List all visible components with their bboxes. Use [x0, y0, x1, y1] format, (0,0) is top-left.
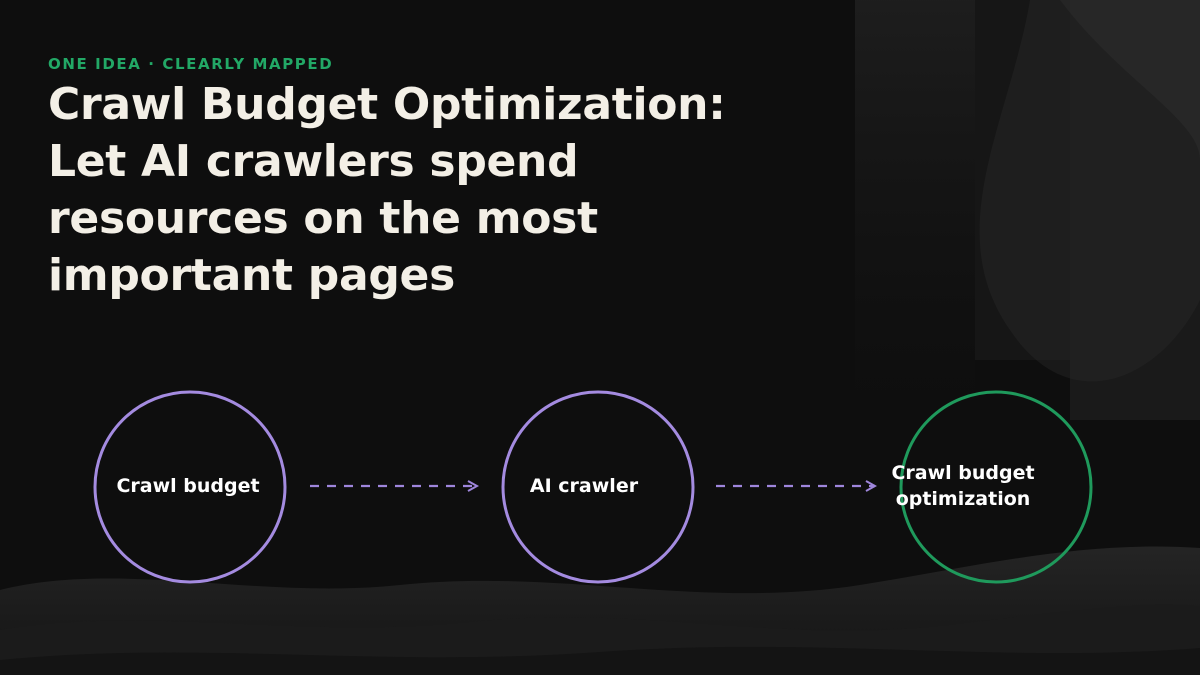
page-title: Crawl Budget Optimization: Let AI crawle…	[48, 79, 726, 301]
node-optimization-circle	[899, 390, 1093, 584]
node-label-crawl-budget: Crawl budget	[116, 475, 260, 497]
node-ai-crawler-circle	[501, 390, 695, 584]
node-crawl-budget-circle	[93, 390, 287, 584]
eyebrow-label: ONE IDEA · CLEARLY MAPPED	[48, 55, 334, 73]
node-label-ai-crawler: AI crawler	[529, 475, 639, 497]
node-label-optimization: Crawl budget optimization	[891, 462, 1035, 510]
